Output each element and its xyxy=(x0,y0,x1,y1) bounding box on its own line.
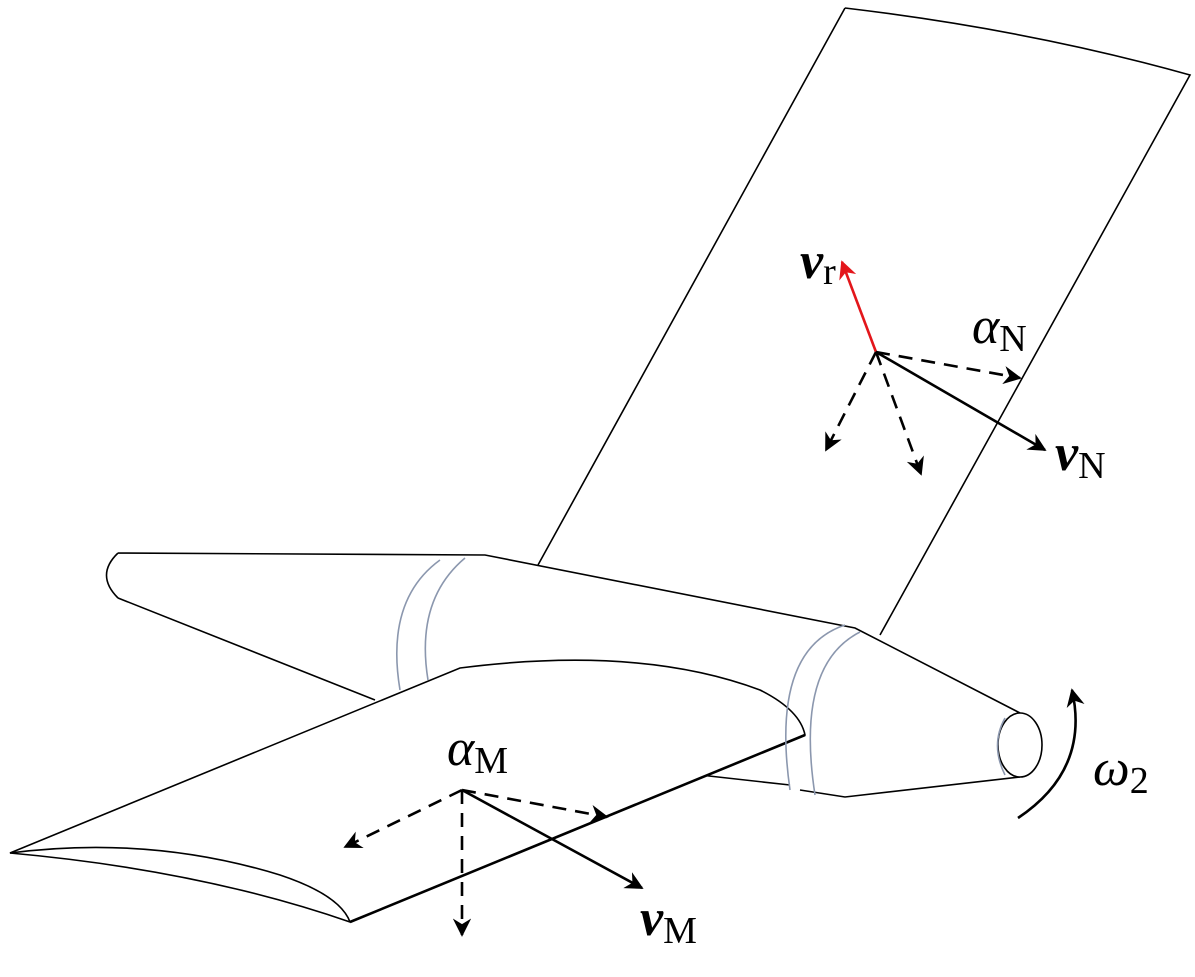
hub-collars xyxy=(396,557,1006,796)
v-r-arrow xyxy=(839,260,878,353)
alpha-m-dashed-arrow xyxy=(461,788,609,823)
label-alpha-m: αM xyxy=(447,720,508,782)
label-alpha-n: αN xyxy=(972,298,1027,360)
lower-blade-airfoil xyxy=(9,846,351,923)
label-omega-2: ω2 xyxy=(1093,740,1149,802)
label-v-r: vr xyxy=(800,233,836,293)
hub-tip-cap xyxy=(997,712,1043,778)
v-m-arrow xyxy=(461,788,644,890)
v-n-arrow xyxy=(875,350,1047,452)
label-v-n: vN xyxy=(1055,425,1106,487)
alpha-n-dashed-arrow xyxy=(875,350,1022,385)
hub-body xyxy=(105,552,1021,798)
rotation-arrow-icon xyxy=(1017,688,1085,820)
lower-blade xyxy=(9,659,806,923)
label-v-m: vM xyxy=(640,890,697,952)
upper-blade xyxy=(537,7,1192,636)
dashed-arrow-down xyxy=(874,351,924,476)
dashed-arrow-down-left xyxy=(824,351,878,452)
